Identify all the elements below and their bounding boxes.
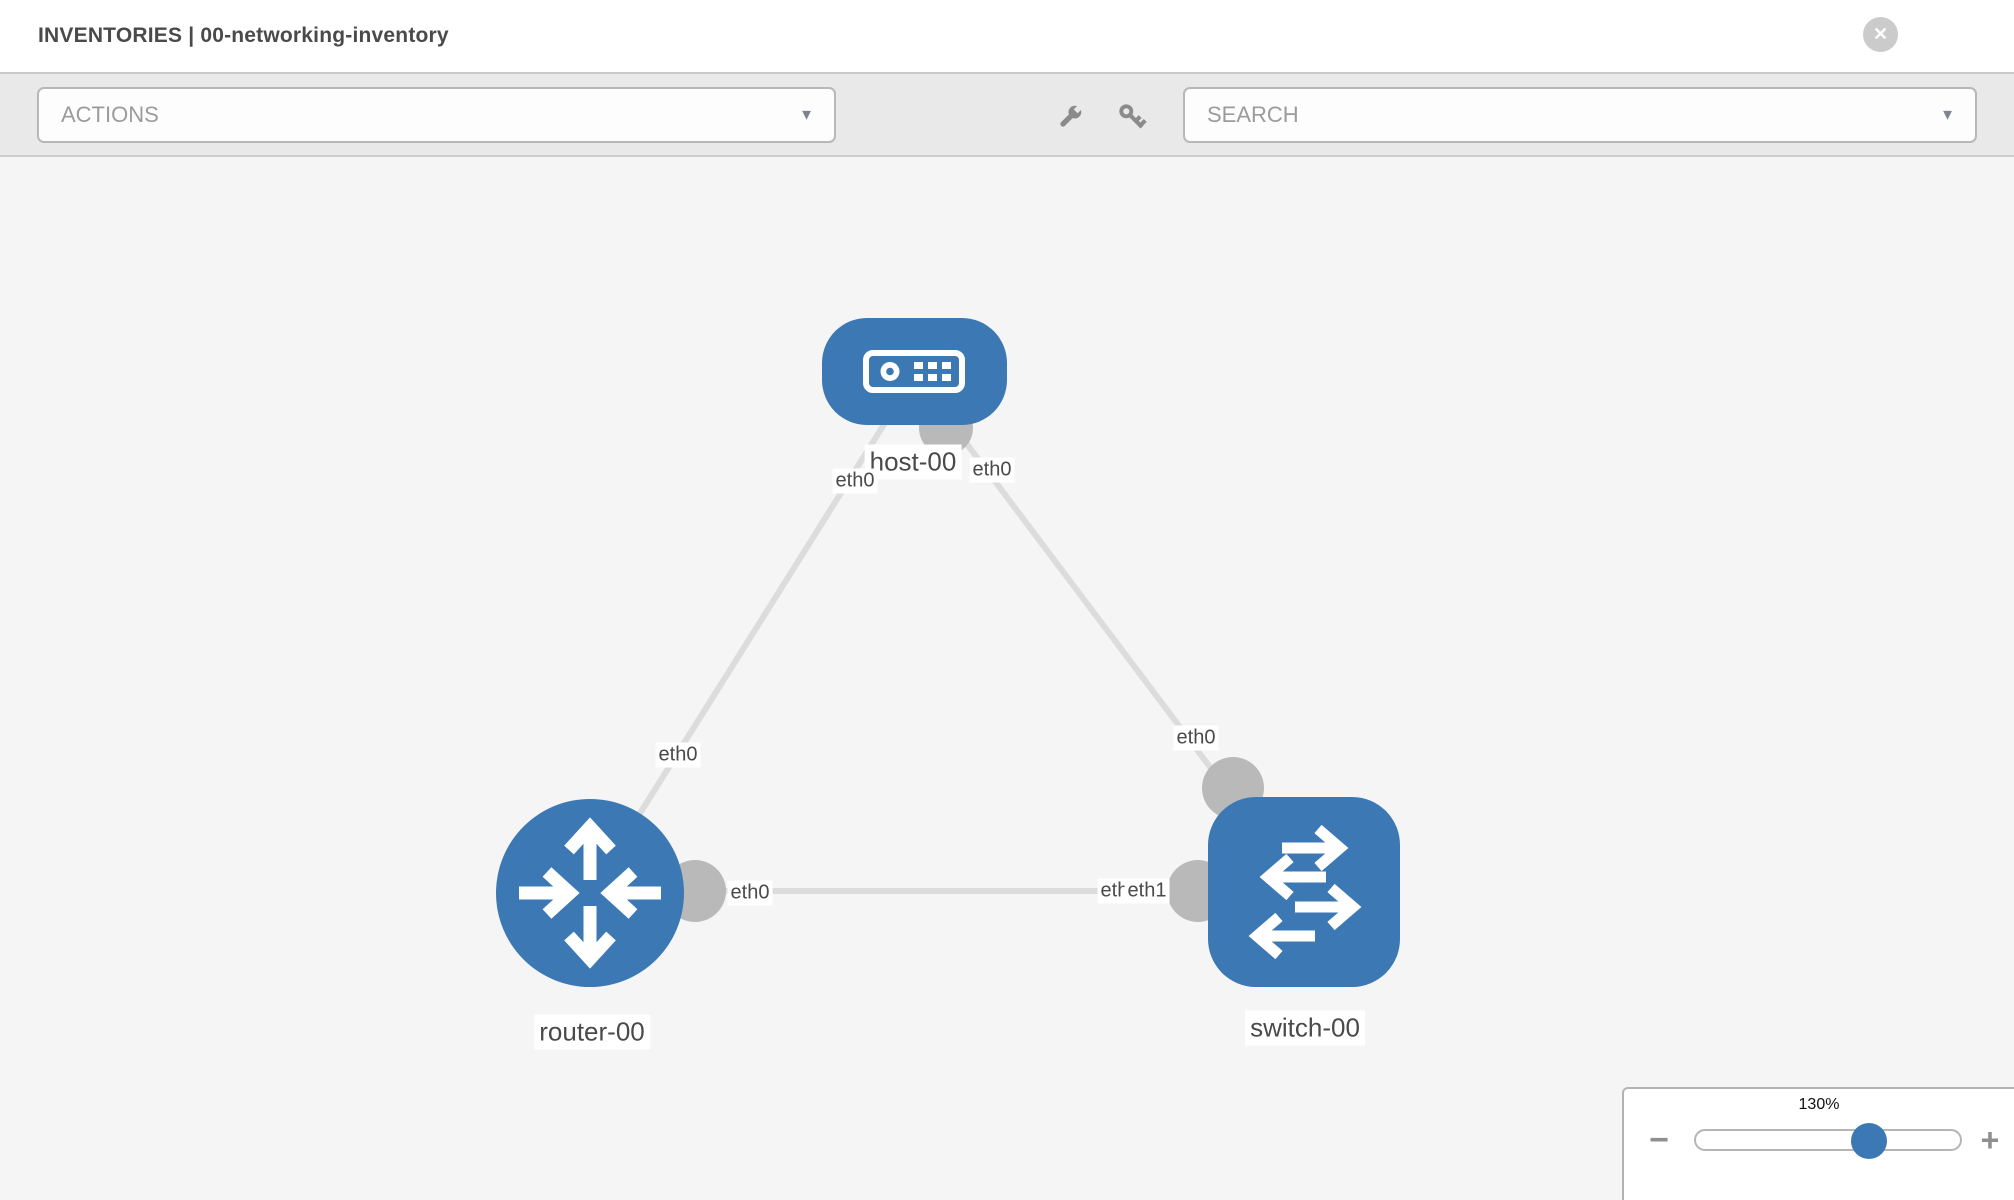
- minus-icon: −: [1649, 1121, 1669, 1159]
- node-label-host: host-00: [864, 444, 962, 480]
- node-switch-00[interactable]: [1208, 797, 1400, 987]
- interface-label-router-eth0-right: eth0: [727, 880, 773, 906]
- router-icon: [519, 817, 661, 969]
- search-dropdown[interactable]: SEARCH ▼: [1183, 87, 1977, 143]
- search-dropdown-label: SEARCH: [1207, 102, 1299, 127]
- wrench-icon: [1054, 104, 1086, 136]
- node-router-00[interactable]: [496, 799, 684, 987]
- node-label-router: router-00: [534, 1014, 650, 1050]
- chevron-down-icon: ▼: [1940, 106, 1955, 124]
- node-host-00[interactable]: [822, 318, 1007, 425]
- credentials-button[interactable]: [1116, 101, 1148, 133]
- link-host-router[interactable]: [587, 373, 918, 895]
- zoom-slider-track[interactable]: [1694, 1123, 1962, 1159]
- close-button[interactable]: ✕: [1863, 17, 1898, 52]
- node-label-switch: switch-00: [1245, 1010, 1365, 1046]
- zoom-in-button[interactable]: +: [1976, 1124, 2004, 1156]
- chevron-down-icon: ▼: [799, 106, 814, 124]
- interface-label-host-eth0-left: eth0: [832, 468, 878, 494]
- host-icon: [863, 350, 965, 393]
- close-icon: ✕: [1872, 24, 1889, 44]
- zoom-panel: 130% − +: [1622, 1087, 2014, 1200]
- interface-label-switch-eth1: eth1: [1124, 878, 1170, 904]
- ports-layer: [664, 401, 1264, 922]
- zoom-level-value: 130%: [1798, 1096, 1840, 1113]
- actions-dropdown-label: ACTIONS: [61, 102, 159, 127]
- plus-icon: +: [1980, 1122, 2000, 1158]
- interface-label-switch-eth0-top: eth0: [1173, 725, 1219, 751]
- header: INVENTORIES | 00-networking-inventory ✕: [0, 0, 2014, 72]
- switch-icon: [1248, 824, 1362, 960]
- topology-svg: [496, 318, 1400, 987]
- zoom-out-button[interactable]: −: [1646, 1123, 1672, 1157]
- key-icon: [1116, 104, 1148, 136]
- zoom-slider-knob[interactable]: [1851, 1123, 1887, 1159]
- interface-label-router-eth0-top: eth0: [655, 742, 701, 768]
- actions-dropdown[interactable]: ACTIONS ▼: [37, 87, 836, 143]
- toolbar: ACTIONS ▼: [0, 72, 2014, 157]
- topology-canvas[interactable]: host-00 router-00 switch-00 eth0 eth0 et…: [0, 157, 2014, 1200]
- configure-button[interactable]: [1054, 101, 1086, 133]
- page-title: INVENTORIES | 00-networking-inventory: [38, 24, 449, 47]
- interface-label-host-eth0-right: eth0: [969, 457, 1015, 483]
